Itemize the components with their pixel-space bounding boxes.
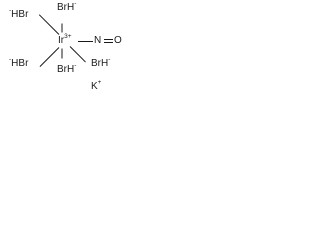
ligand-top-label: BrH- xyxy=(57,0,77,13)
structure-diagram: -HBr BrH- Ir3+ N O -HBr BrH- BrH- K+ xyxy=(0,0,141,97)
bond-ir-top xyxy=(61,23,63,33)
ligand-top-left-label: -HBr xyxy=(9,6,29,20)
ligand-bottom-right-label: BrH- xyxy=(91,55,111,69)
bond-ir-bottom xyxy=(61,48,63,59)
bond-n-o-lower xyxy=(104,42,113,43)
bond-ir-bottom-right xyxy=(69,46,86,63)
ligand-bottom-left-label: -HBr xyxy=(9,55,29,69)
nitrosyl-o-label: O xyxy=(114,35,122,46)
bond-n-o-upper xyxy=(104,39,113,40)
ligand-bottom-label: BrH- xyxy=(57,61,77,75)
nitrosyl-n-label: N xyxy=(94,35,102,46)
bond-ir-top-left xyxy=(38,14,60,35)
center-atom-label: Ir3+ xyxy=(58,32,72,46)
bond-ir-n xyxy=(78,41,93,42)
counter-ion-label: K+ xyxy=(91,78,102,92)
